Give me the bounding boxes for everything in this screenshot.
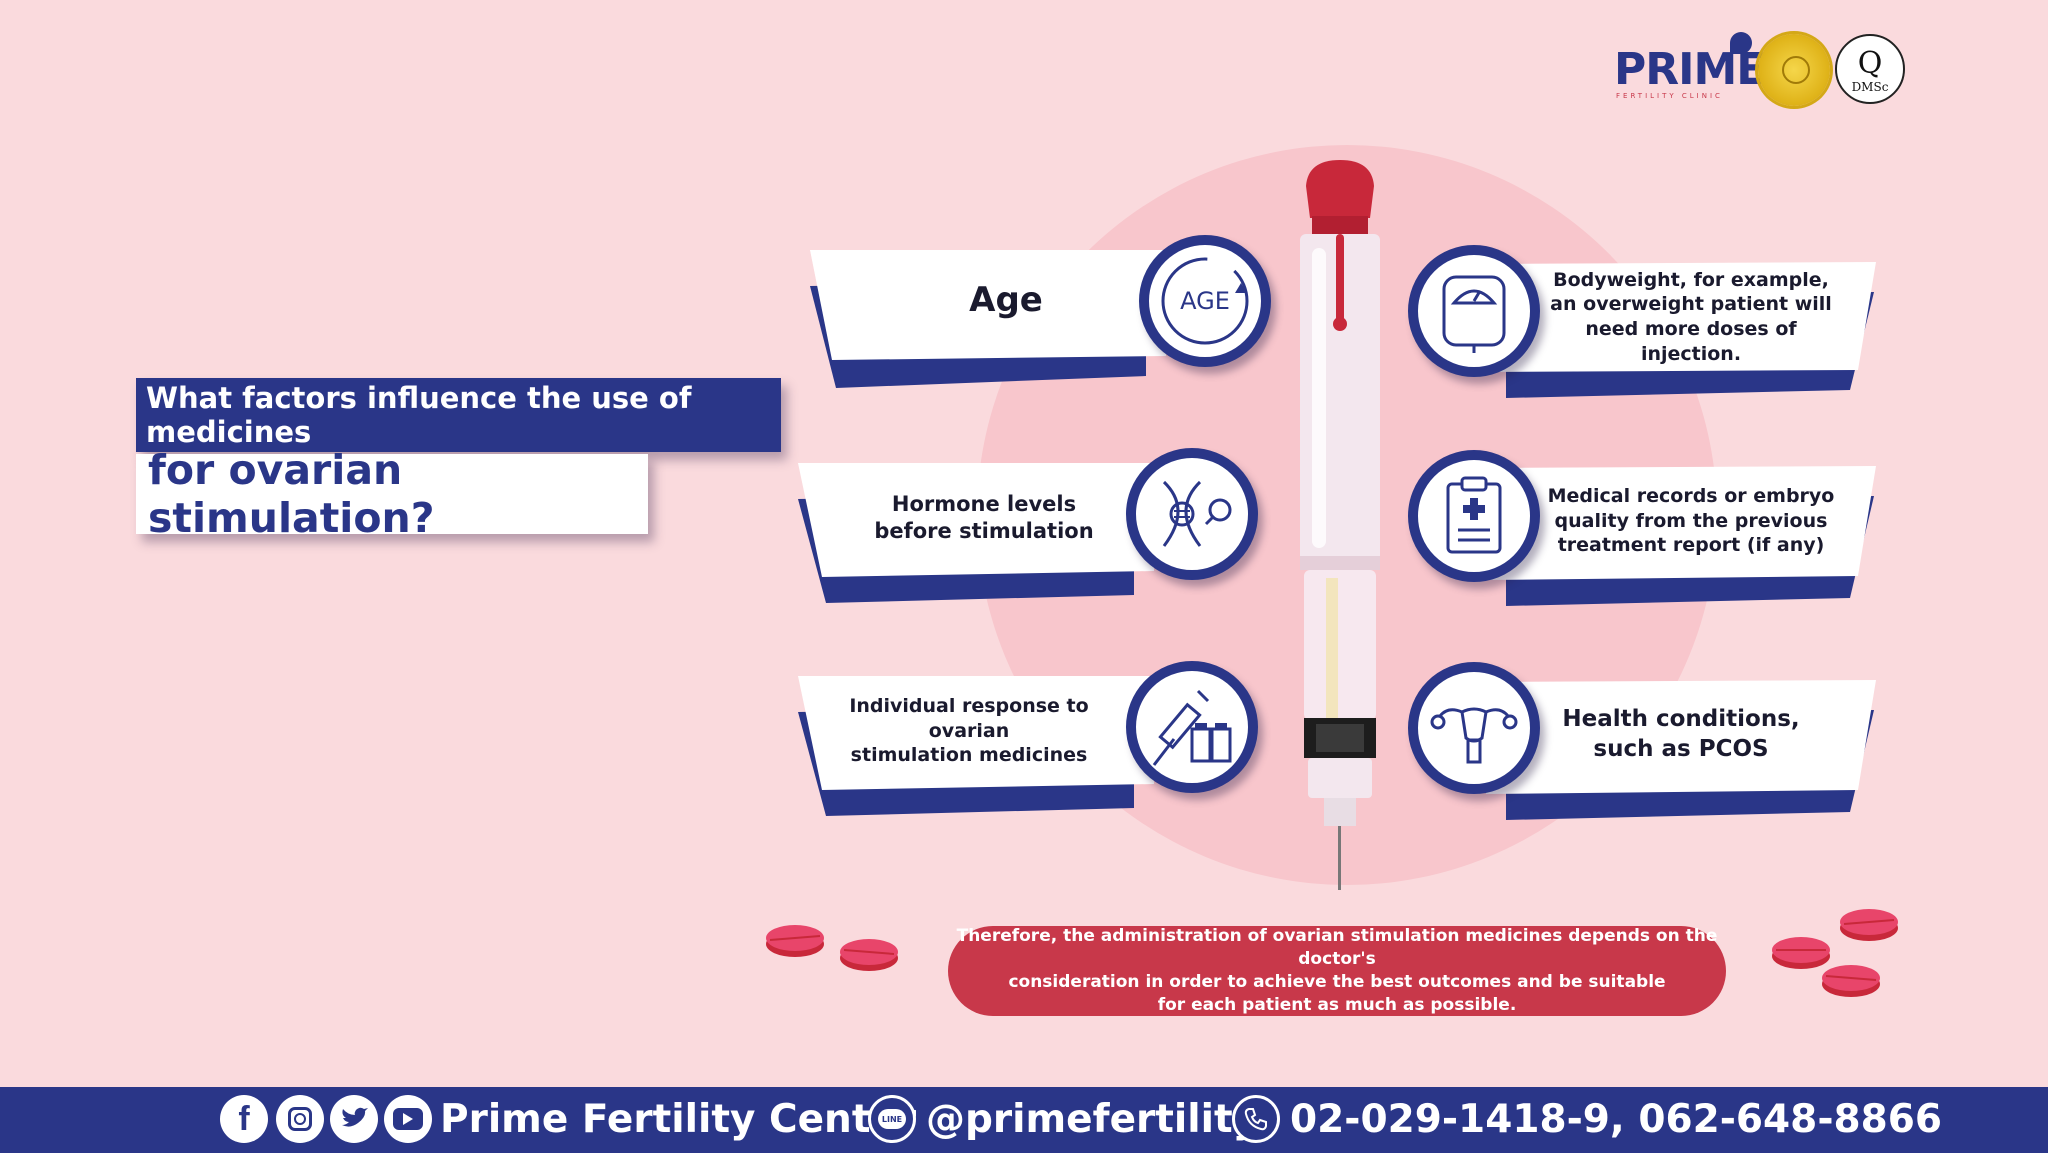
age-icon: AGE (1139, 235, 1271, 367)
title-line-2: for ovarian stimulation? (136, 446, 648, 542)
factor-records-label: Medical records or embryo quality from t… (1547, 484, 1835, 557)
instagram-icon[interactable] (276, 1095, 324, 1143)
pill-icon (1822, 965, 1880, 997)
uterus-icon (1408, 662, 1540, 794)
factor-card-age: Age (806, 246, 1286, 396)
factor-card-records: Medical records or embryo quality from t… (1396, 462, 1876, 612)
pill-icon (840, 939, 898, 971)
dna-hormone-icon (1126, 448, 1258, 580)
pill-icon (766, 925, 824, 957)
factor-response-label: Individual response to ovarian stimulati… (849, 694, 1089, 767)
factor-card-hormone: Hormone levels before stimulation (794, 459, 1274, 609)
factor-card-response: Individual response to ovarian stimulati… (794, 672, 1274, 822)
weighing-scale-icon (1408, 245, 1540, 377)
line-app-icon[interactable]: LINE (868, 1095, 916, 1143)
facebook-icon[interactable]: f (220, 1095, 268, 1143)
factor-age-label: Age (969, 279, 1043, 320)
quality-assurance-badge: Q DMSc (1835, 34, 1905, 104)
factor-hormone-label: Hormone levels before stimulation (874, 491, 1094, 543)
injection-pen-illustration (1300, 160, 1380, 890)
medical-clipboard-icon (1408, 450, 1540, 582)
clinic-logo: PRIME FERTILITY CLINIC Q DMSc (1612, 30, 1912, 110)
title-line-1: What factors influence the use of medici… (136, 378, 781, 452)
factor-health-label: Health conditions, such as PCOS (1562, 706, 1800, 762)
footer-center-name: Prime Fertility Center (440, 1097, 917, 1142)
factor-bodyweight-label: Bodyweight, for example, an overweight p… (1550, 268, 1832, 365)
footer-line-id: @primefertility (926, 1097, 1259, 1142)
accreditation-seal-icon (1758, 34, 1830, 106)
youtube-icon[interactable] (384, 1095, 432, 1143)
syringe-vials-icon (1126, 661, 1258, 793)
factor-card-bodyweight: Bodyweight, for example, an overweight p… (1396, 258, 1876, 408)
brand-tagline: FERTILITY CLINIC (1616, 92, 1723, 100)
logo-drop-icon (1730, 32, 1752, 54)
twitter-icon[interactable] (330, 1095, 378, 1143)
pill-icon (1772, 937, 1830, 969)
footer-bar: f Prime Fertility Center LINE @primefert… (0, 1087, 2048, 1153)
footer-phone: 02-029-1418-9, 062-648-8866 (1290, 1097, 1943, 1142)
pill-icon (1840, 909, 1898, 941)
factor-card-health: Health conditions, such as PCOS (1396, 676, 1876, 826)
conclusion-note: Therefore, the administration of ovarian… (948, 926, 1726, 1016)
phone-icon[interactable] (1232, 1095, 1280, 1143)
